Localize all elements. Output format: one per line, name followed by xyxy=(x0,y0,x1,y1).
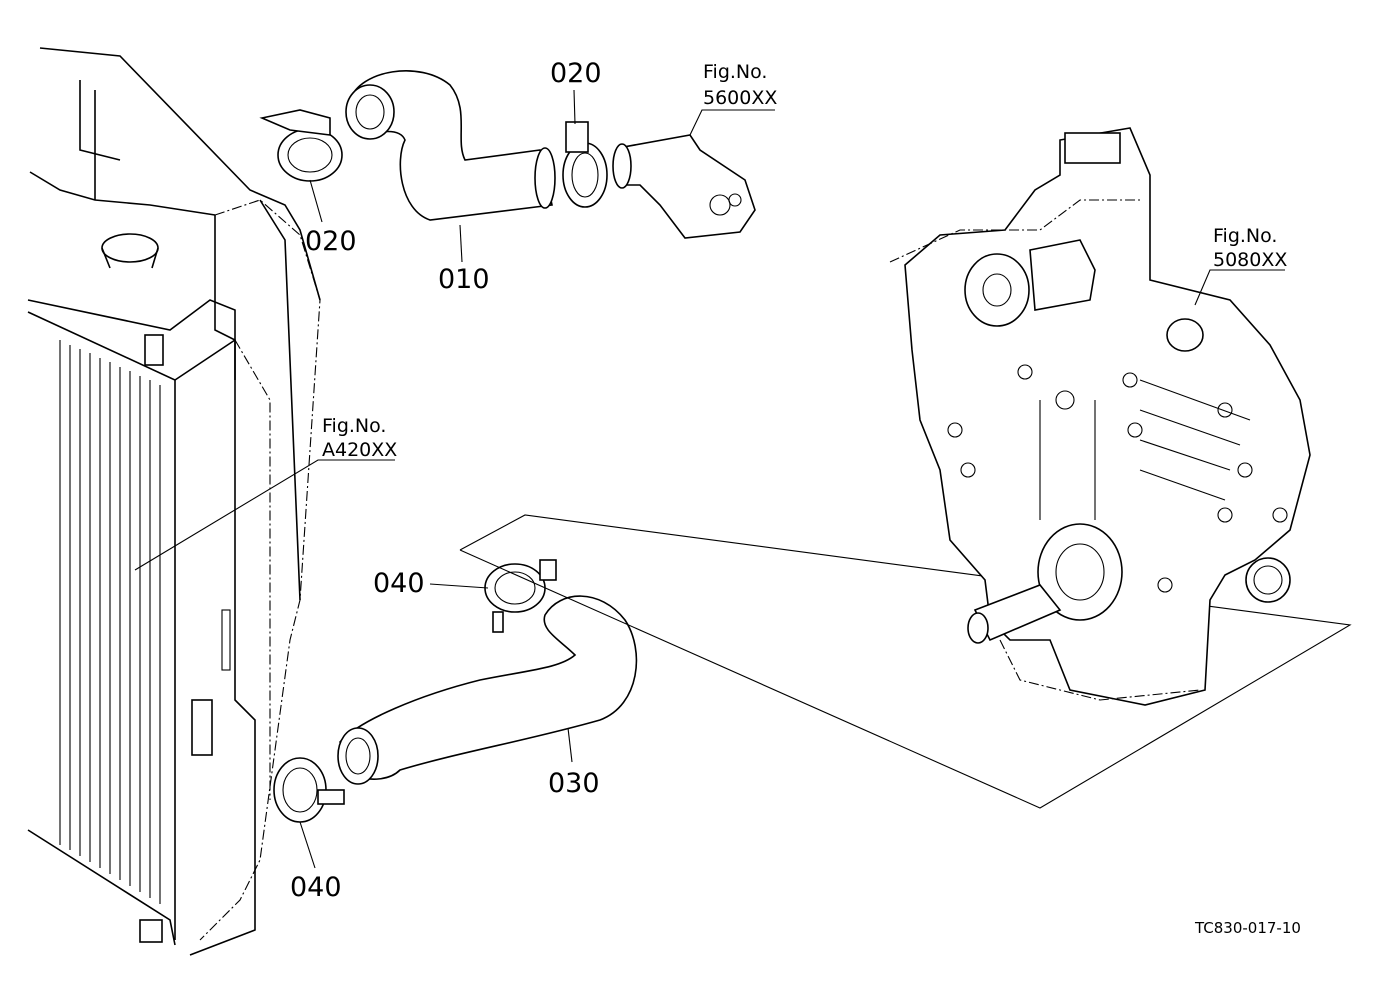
upper-right-clamp xyxy=(562,121,608,208)
label-clamp-020-right: 020 xyxy=(550,58,602,89)
ref-gear-case-line1: Fig.No. xyxy=(1213,225,1277,247)
lower-bottom-clamp xyxy=(273,757,345,823)
ref-thermostat-line2: 5600XX xyxy=(703,87,777,109)
thermostat-housing xyxy=(612,134,756,239)
ref-thermostat-line1: Fig.No. xyxy=(703,61,767,83)
upper-hose xyxy=(345,70,556,221)
upper-left-clamp xyxy=(259,109,343,182)
engine-gear-case xyxy=(459,127,1352,809)
label-clamp-040-bottom: 040 xyxy=(290,872,342,903)
label-hose-030: 030 xyxy=(548,768,600,799)
ref-radiator-line2: A420XX xyxy=(322,439,397,461)
drawing-code: TC830-017-10 xyxy=(1194,919,1301,937)
lower-hose xyxy=(337,595,638,785)
label-clamp-020-left: 020 xyxy=(305,226,357,257)
label-clamp-040-top: 040 xyxy=(373,568,425,599)
radiator xyxy=(27,47,321,956)
ref-radiator-line1: Fig.No. xyxy=(322,415,386,437)
label-hose-010: 010 xyxy=(438,264,490,295)
ref-gear-case-line2: 5080XX xyxy=(1213,249,1287,271)
leader-lines xyxy=(134,89,1285,869)
